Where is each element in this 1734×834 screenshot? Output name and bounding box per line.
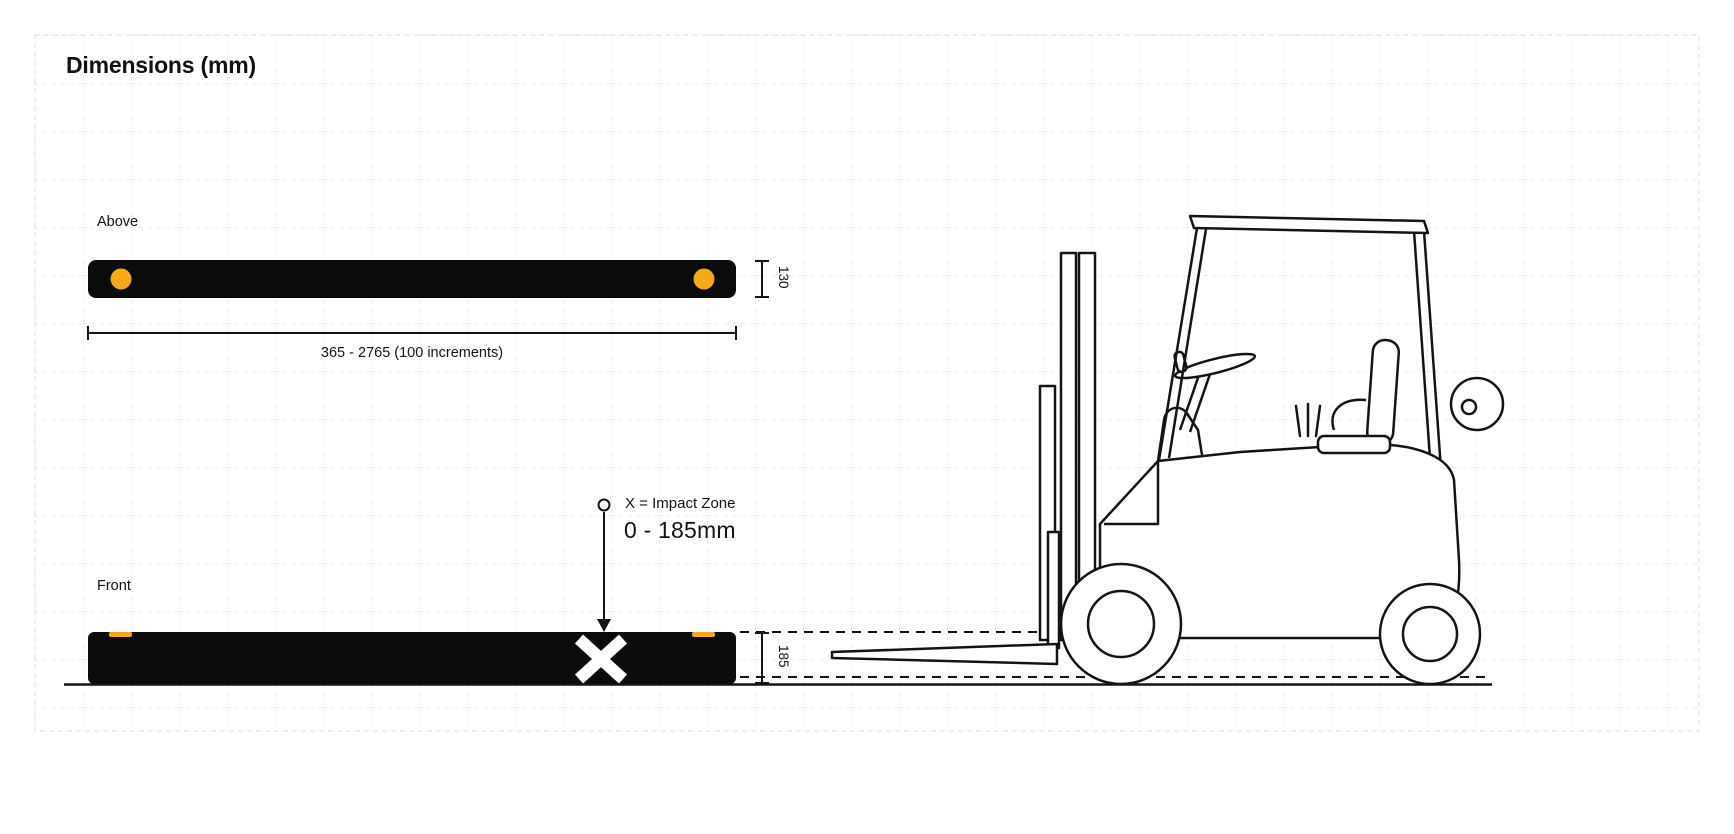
seat-back [1365,338,1401,446]
steering-wheel [1173,352,1257,380]
control-levers [1294,402,1322,438]
fork [830,642,1059,666]
steering-column [1178,371,1202,431]
barrier-front-view [88,632,736,684]
height-dimension-bracket [755,632,769,684]
grid-border [34,34,1700,732]
fixing-mark-left [109,632,132,637]
circle-marker-icon [597,498,611,512]
guard-front-post [1157,227,1199,461]
seat-base [1316,434,1392,455]
mast-rail-front [1059,251,1078,642]
forklift-illustration [830,214,1505,686]
forklift-rear-reel [1449,376,1505,432]
length-dimension-bracket [87,326,737,340]
impact-x-mark [574,634,628,684]
front-wheel-hub [1086,589,1156,659]
fixing-mark-right [692,632,715,637]
depth-dimension-value: 130 [776,266,791,289]
down-arrow-icon [597,619,611,632]
fixing-point-right [693,268,715,290]
impact-zone-label: X = Impact Zone [625,495,736,512]
impact-zone-range: 0 - 185mm [624,517,736,543]
depth-dimension-bracket [755,260,769,298]
impact-zone-annotation [597,498,611,632]
length-dimension-value: 365 - 2765 (100 increments) [320,345,504,361]
height-dimension-value: 185 [776,645,791,668]
forklift-rear-reel-hub [1460,398,1478,416]
guard-roof [1188,214,1430,235]
steering-column-inner [1188,373,1212,433]
barrier-top-view [88,260,736,298]
above-view-label: Above [97,214,139,230]
grab-handle [1331,398,1367,431]
forklift-step-line [1104,461,1160,526]
fixing-point-left [110,268,132,290]
page-title: Dimensions (mm) [66,52,256,78]
front-view-label: Front [97,578,131,594]
above-view-bar [88,260,736,298]
rear-wheel-hub [1401,605,1459,663]
front-view-bar [88,632,736,684]
guard-front-post-inner [1167,228,1208,459]
fork-carriage [1046,530,1061,650]
